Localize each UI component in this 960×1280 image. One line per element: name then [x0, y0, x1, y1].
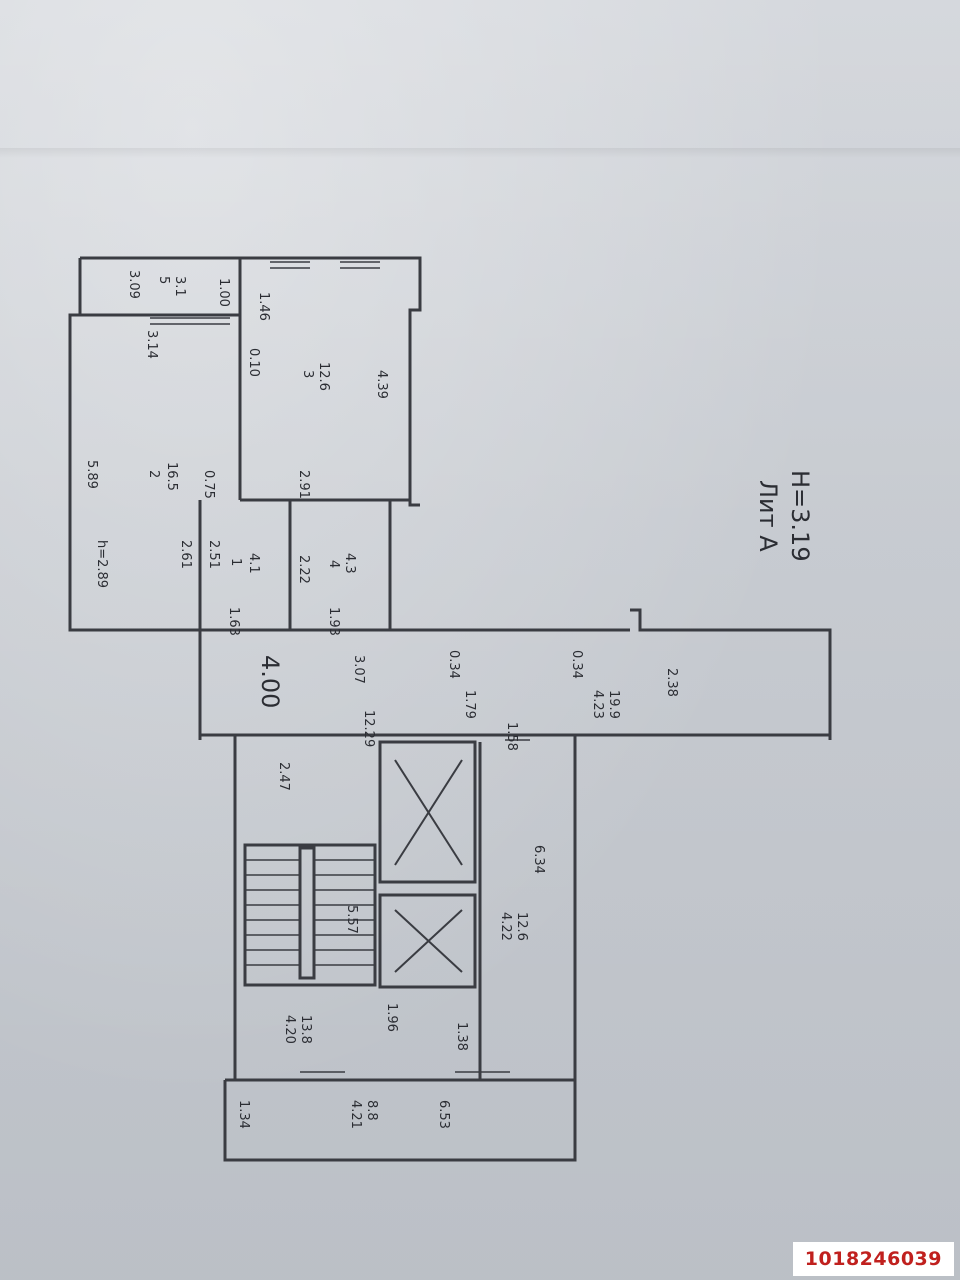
dim-label: 1.34	[236, 1100, 251, 1129]
listing-id-badge: 1018246039	[792, 1242, 954, 1276]
room-number: 4.21	[348, 1100, 363, 1129]
balcony-outline	[223, 1080, 577, 1162]
labels: 3.09 1.00 3.14 1.46 0.10 4.39 5.89 0.75 …	[84, 270, 814, 1129]
dim-label: 2.22	[296, 555, 311, 584]
room-area: 13.8	[298, 1015, 313, 1044]
dim-label: 2.91	[296, 470, 311, 499]
dim-label: 4.39	[374, 370, 389, 399]
wall-left	[68, 258, 200, 632]
dim-label: 0.10	[246, 348, 261, 377]
lift-cross-1b	[394, 759, 463, 866]
stair-rail	[298, 846, 316, 980]
lift-shaft-1	[378, 740, 477, 884]
dim-label: 0.34	[569, 650, 584, 679]
dim-label: 1.58	[504, 722, 519, 751]
dim-label: 1.63	[226, 607, 241, 636]
dim-label: 0.75	[201, 470, 216, 499]
room-number: 5	[156, 276, 171, 284]
dim-label: 5.89	[84, 460, 99, 489]
room-number: 1	[228, 558, 243, 566]
room-number: 4.22	[498, 912, 513, 941]
lift-shaft-2	[378, 893, 477, 989]
room-area: 8.8	[364, 1100, 379, 1121]
dim-label: 3.09	[126, 270, 141, 299]
room-number: 4.23	[590, 690, 605, 719]
watermark-logo	[415, 465, 525, 805]
dim-label: 5.57	[344, 905, 359, 934]
dim-label: 6.34	[531, 845, 546, 874]
dim-label-large: 4.00	[256, 655, 284, 708]
room-area: 12.6	[316, 362, 331, 391]
dim-label: 2.38	[664, 668, 679, 697]
building-lit: Лит А	[754, 480, 782, 552]
room-area: 12.6	[514, 912, 529, 941]
wall-corridor-right	[630, 608, 832, 740]
sheet-edge	[0, 148, 960, 158]
room-number: 4	[326, 560, 341, 568]
room-area: 4.1	[246, 553, 261, 574]
room-number: 3	[300, 370, 315, 378]
dim-label: 3.14	[144, 330, 159, 359]
walls	[68, 256, 832, 1162]
room-area: 19.9	[606, 690, 621, 719]
wall-top	[80, 256, 422, 507]
dim-label: 6.53	[436, 1100, 451, 1129]
dim-label: 12.29	[361, 710, 376, 747]
lift-crosses	[394, 759, 463, 973]
dim-label: 2.47	[276, 762, 291, 791]
dim-label: 2.61	[178, 540, 193, 569]
stair-steps	[245, 859, 375, 966]
room-area: 4.3	[342, 553, 357, 574]
dim-label: 3.07	[351, 655, 366, 684]
stair-flight	[243, 843, 377, 987]
room-number: 2	[146, 470, 161, 478]
dim-label: h=2.89	[94, 540, 109, 588]
dim-label: 1.46	[256, 292, 271, 321]
room-area: 3.1	[172, 276, 187, 297]
dim-label: 0.34	[446, 650, 461, 679]
dim-label: 1.38	[454, 1022, 469, 1051]
dim-label: 2.51	[206, 540, 221, 569]
room-number: 4.20	[282, 1015, 297, 1044]
dim-label: 1.96	[384, 1003, 399, 1032]
building-height: H=3.19	[786, 470, 814, 562]
dim-label: 1.79	[462, 690, 477, 719]
dim-label: 1.93	[326, 607, 341, 636]
dim-label: 1.00	[216, 278, 231, 307]
room-area: 16.5	[164, 462, 179, 491]
windows	[150, 261, 530, 1073]
lift-cross-2b	[394, 909, 463, 973]
